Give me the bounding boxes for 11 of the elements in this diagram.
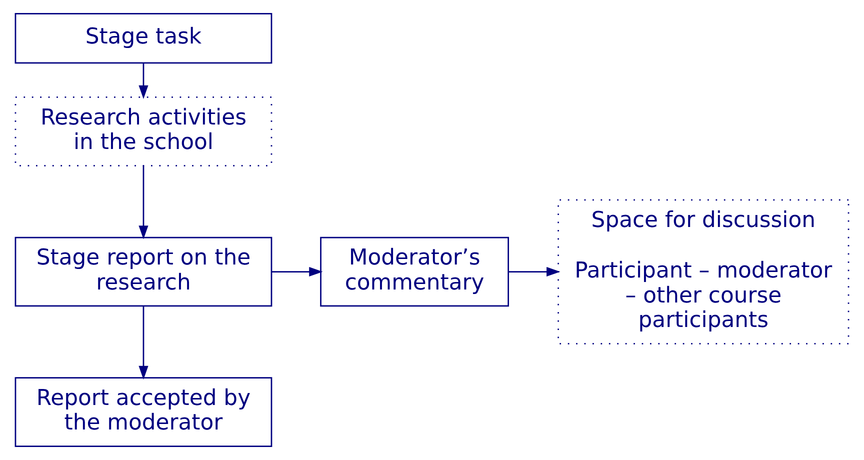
node-box: Stage report on the research <box>14 236 272 307</box>
node-box: Research activities in the school <box>14 96 272 166</box>
arrow <box>508 266 560 277</box>
arrow <box>272 266 323 277</box>
arrow <box>138 63 148 100</box>
arrow <box>138 306 148 380</box>
node-box: Space for discussion Participant – moderator – other course participants <box>558 199 850 344</box>
arrow <box>138 166 148 240</box>
node-box: Stage task <box>14 13 272 64</box>
node-box: Report accepted by the moderator <box>14 377 272 447</box>
node-box: Moderator’s commentary <box>320 236 509 307</box>
